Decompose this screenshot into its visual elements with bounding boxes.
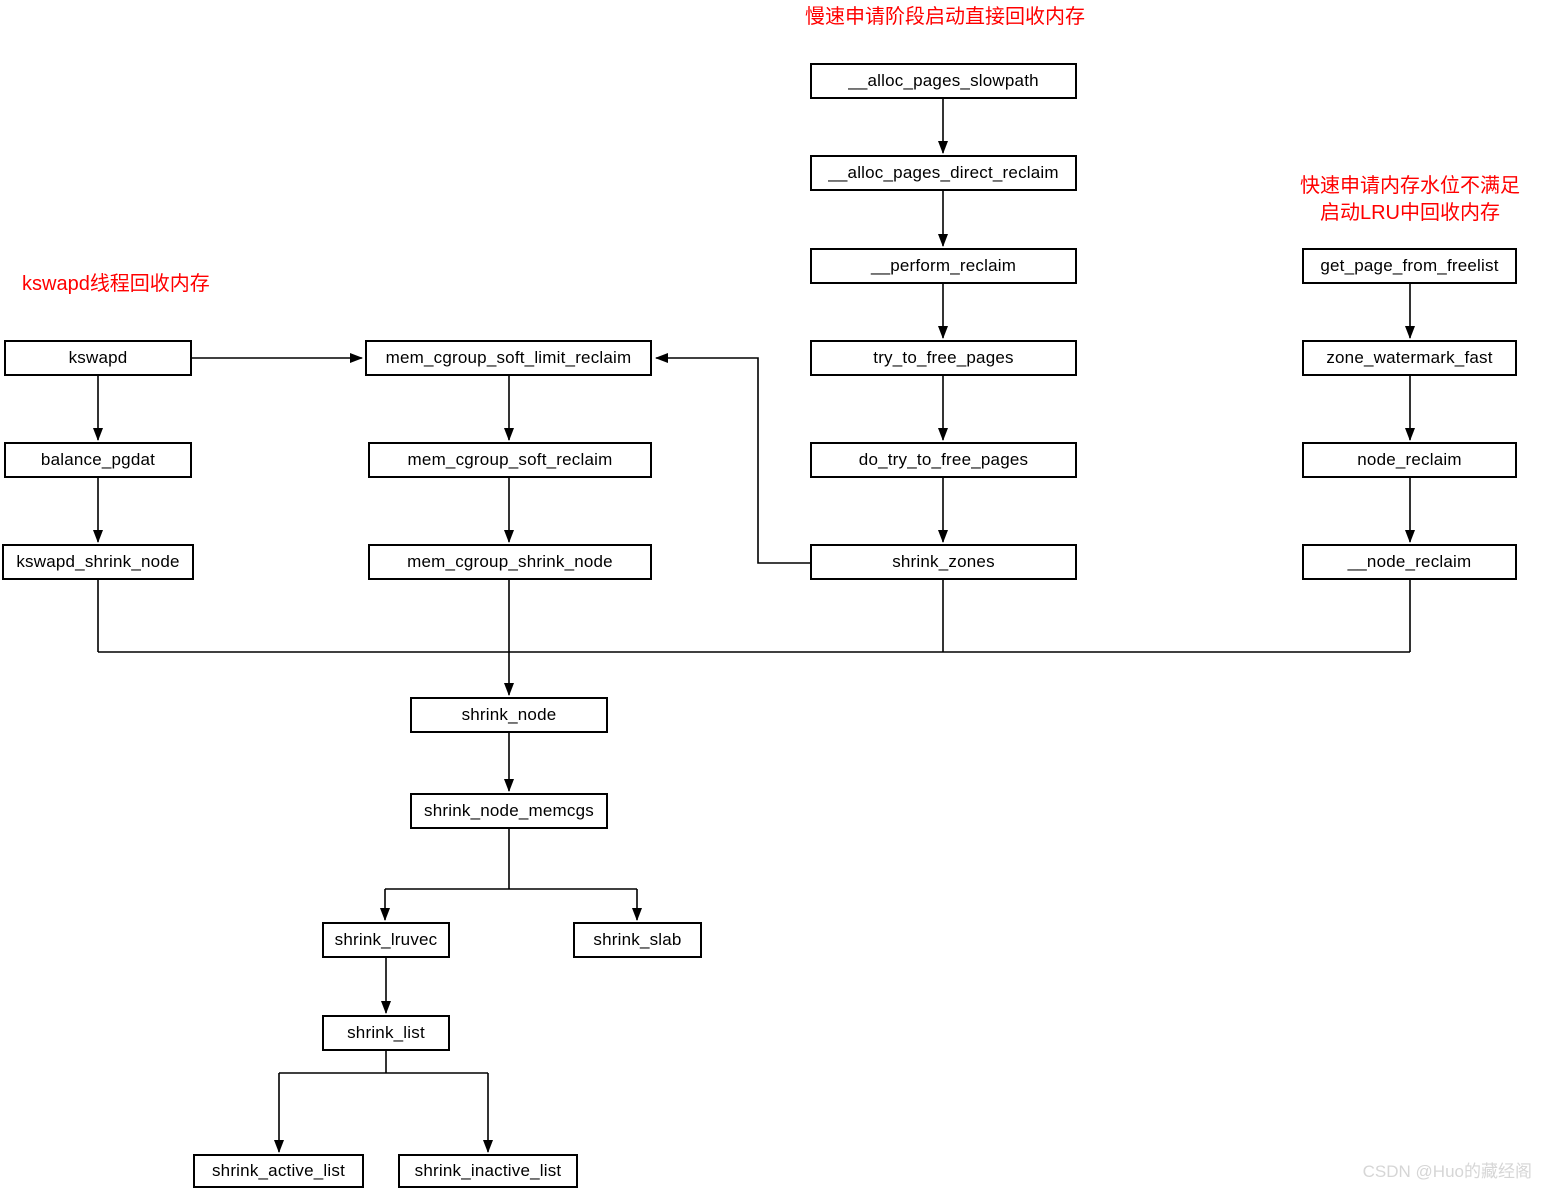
annotation-slow-path: 慢速申请阶段启动直接回收内存 bbox=[805, 6, 1085, 28]
node-shrink-zones: shrink_zones bbox=[810, 544, 1077, 580]
watermark: CSDN @Huo的藏经阁 bbox=[1362, 1162, 1532, 1181]
node-shrink-node: shrink_node bbox=[410, 697, 608, 733]
node-mem-cgroup-shrink-node: mem_cgroup_shrink_node bbox=[368, 544, 652, 580]
node-node-reclaim-internal: __node_reclaim bbox=[1302, 544, 1517, 580]
node-do-try-to-free-pages: do_try_to_free_pages bbox=[810, 442, 1077, 478]
node-node-reclaim: node_reclaim bbox=[1302, 442, 1517, 478]
node-alloc-pages-slowpath: __alloc_pages_slowpath bbox=[810, 63, 1077, 99]
annotation-kswapd-thread: kswapd线程回收内存 bbox=[22, 273, 210, 295]
node-kswapd-shrink-node: kswapd_shrink_node bbox=[2, 544, 194, 580]
node-shrink-lruvec: shrink_lruvec bbox=[322, 922, 450, 958]
node-perform-reclaim: __perform_reclaim bbox=[810, 248, 1077, 284]
node-alloc-pages-direct-reclaim: __alloc_pages_direct_reclaim bbox=[810, 155, 1077, 191]
annotation-fast-path: 快速申请内存水位不满足 启动LRU中回收内存 bbox=[1290, 173, 1530, 227]
node-kswapd: kswapd bbox=[4, 340, 192, 376]
node-mem-cgroup-soft-limit-reclaim: mem_cgroup_soft_limit_reclaim bbox=[365, 340, 652, 376]
node-balance-pgdat: balance_pgdat bbox=[4, 442, 192, 478]
node-mem-cgroup-soft-reclaim: mem_cgroup_soft_reclaim bbox=[368, 442, 652, 478]
annotation-fast-path-line1: 快速申请内存水位不满足 bbox=[1300, 175, 1520, 197]
annotation-fast-path-line2: 启动LRU中回收内存 bbox=[1319, 202, 1500, 224]
node-zone-watermark-fast: zone_watermark_fast bbox=[1302, 340, 1517, 376]
node-try-to-free-pages: try_to_free_pages bbox=[810, 340, 1077, 376]
node-shrink-inactive-list: shrink_inactive_list bbox=[398, 1154, 578, 1188]
node-get-page-from-freelist: get_page_from_freelist bbox=[1302, 248, 1517, 284]
node-shrink-node-memcgs: shrink_node_memcgs bbox=[410, 793, 608, 829]
node-shrink-active-list: shrink_active_list bbox=[193, 1154, 364, 1188]
node-shrink-list: shrink_list bbox=[322, 1015, 450, 1051]
edge-shrink-zones-to-soft-limit bbox=[655, 353, 810, 564]
node-shrink-slab: shrink_slab bbox=[573, 922, 702, 958]
